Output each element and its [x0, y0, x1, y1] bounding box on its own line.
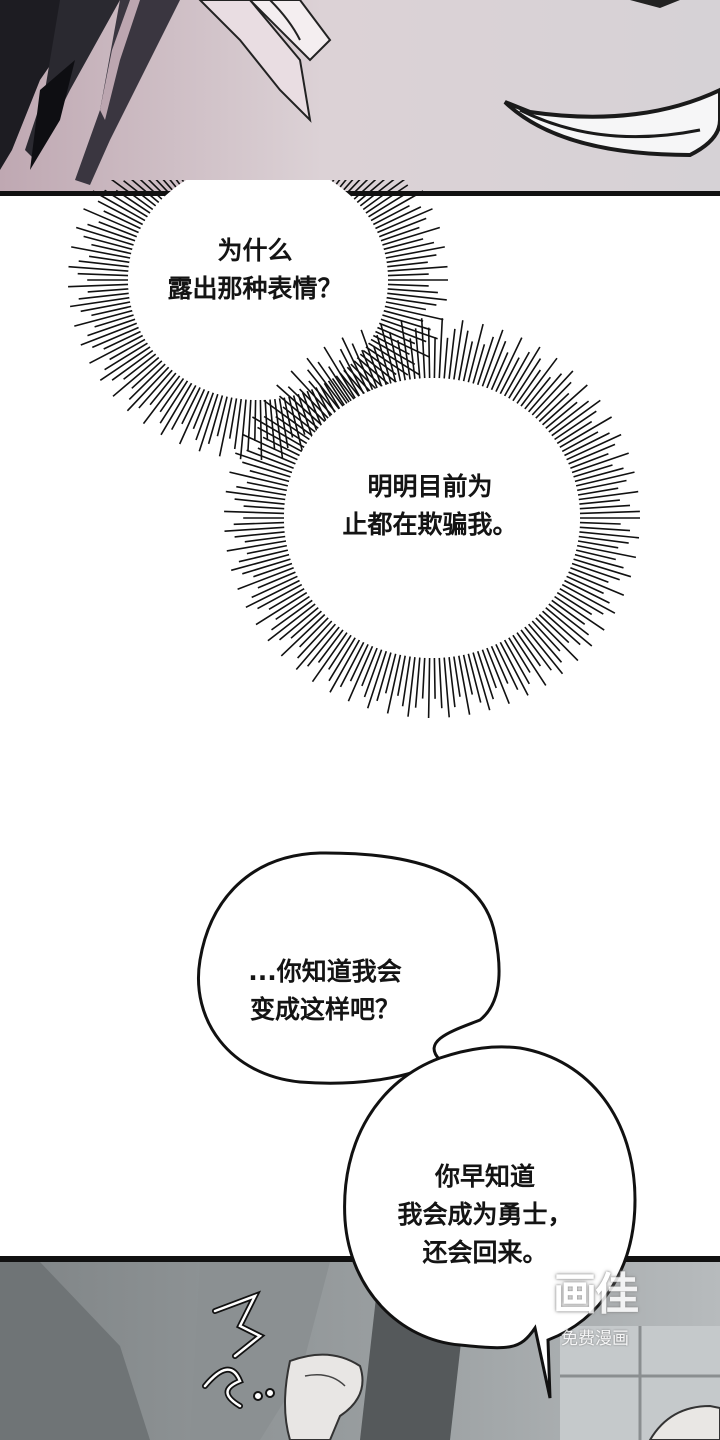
round-bubble-2-line2: 我会成为勇士，	[397, 1200, 573, 1229]
spiky-bubble-layer	[68, 180, 640, 719]
top-panel-art	[0, 0, 720, 196]
watermark-logo: 画佳 免费漫画	[530, 1258, 660, 1358]
watermark-tagline: 免费漫画	[561, 1329, 629, 1349]
spiky-bubble-2-line2: 止都在欺骗我。	[342, 510, 518, 539]
spiky-bubble-1-line1: 为什么	[217, 236, 293, 265]
round-bubble-2-text: 你早知道 我会成为勇士， 还会回来。	[370, 1158, 600, 1272]
round-bubble-2-line1: 你早知道	[434, 1162, 535, 1191]
spiky-bubble-2-shape	[224, 318, 640, 719]
round-bubble-1-line2: 变成这样吧？	[249, 995, 400, 1024]
watermark-logo-text: 画佳	[553, 1269, 639, 1320]
spiky-bubble-2-line1: 明明目前为	[367, 472, 493, 501]
spiky-bubble-1-cover	[140, 180, 376, 388]
round-bubble-2-shape	[343, 1045, 637, 1399]
round-bubble-1-line1: ...你知道我会	[248, 957, 402, 986]
spiky-bubble-1-line2: 露出那种表情？	[167, 274, 343, 303]
spiky-bubble-1-text: 为什么 露出那种表情？	[130, 232, 380, 308]
spiky-bubble-2-shape-rays	[224, 318, 640, 719]
round-bubble-1-text: ...你知道我会 变成这样吧？	[210, 953, 440, 1029]
bottom-panel-art	[0, 1256, 720, 1440]
round-bubble-2-line3: 还会回来。	[422, 1238, 548, 1267]
spiky-bubble-2-shape-body	[284, 378, 580, 658]
spiky-bubble-2-text: 明明目前为 止都在欺骗我。	[310, 468, 550, 544]
round-bubble-layer	[197, 851, 637, 1399]
